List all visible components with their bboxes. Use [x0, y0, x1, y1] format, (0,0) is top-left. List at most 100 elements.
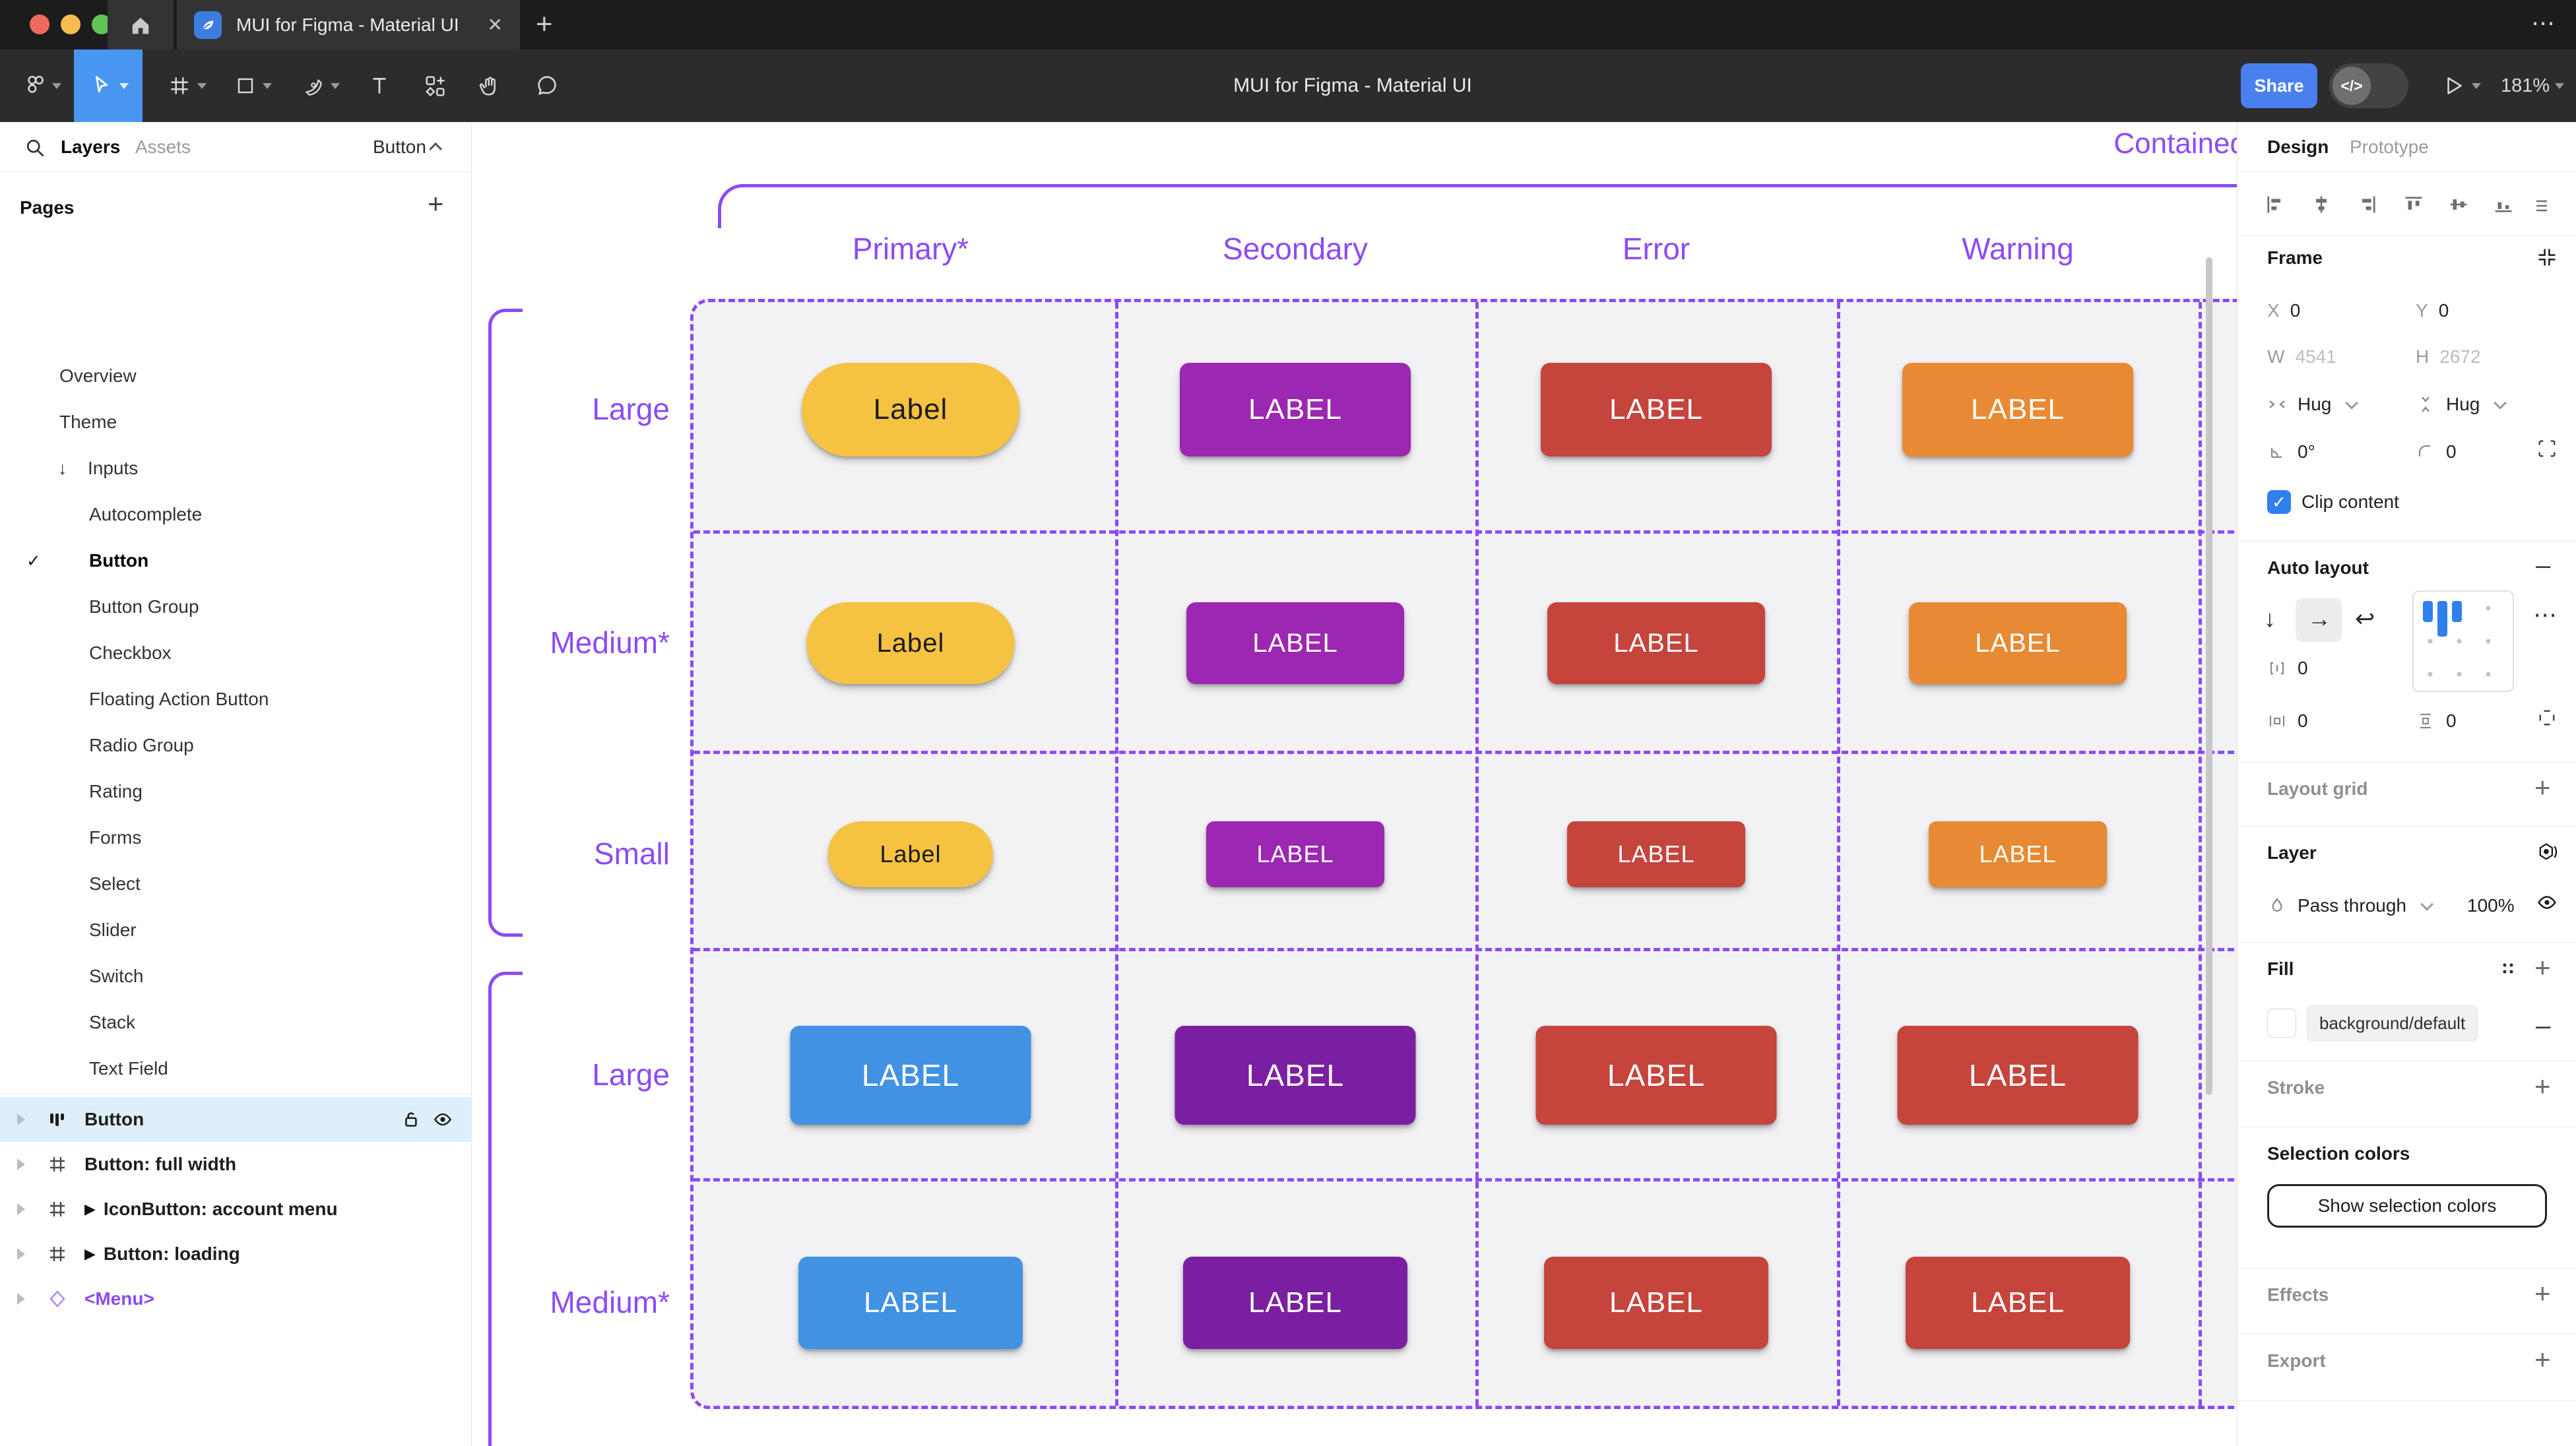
layer-row-selected[interactable]: Button: [0, 1097, 472, 1142]
new-tab-button[interactable]: +: [536, 8, 553, 40]
window-close-button[interactable]: [30, 15, 49, 34]
page-item[interactable]: Autocomplete: [89, 504, 203, 524]
resources-tool-button[interactable]: [414, 49, 455, 122]
auto-layout-more-icon[interactable]: ⋯: [2533, 601, 2557, 628]
button-variant[interactable]: LABEL: [1535, 1026, 1777, 1125]
button-variant[interactable]: LABEL: [1206, 821, 1384, 887]
page-item[interactable]: Select: [89, 873, 141, 894]
main-menu-button[interactable]: [18, 49, 65, 122]
independent-corners-icon[interactable]: [2536, 437, 2558, 460]
align-bottom-icon[interactable]: [2492, 193, 2515, 216]
gap-field[interactable]: 0: [2267, 650, 2308, 687]
align-left-icon[interactable]: [2264, 193, 2286, 216]
align-horizontal-center-icon[interactable]: [2310, 193, 2333, 216]
blend-mode-icon[interactable]: [2536, 841, 2558, 864]
page-item[interactable]: Stack: [89, 1012, 136, 1032]
align-top-icon[interactable]: [2402, 193, 2425, 216]
tab-prototype[interactable]: Prototype: [2350, 137, 2429, 157]
page-item[interactable]: ↓Inputs: [58, 458, 139, 478]
button-variant[interactable]: LABEL: [1909, 602, 2127, 684]
horizontal-sizing-dropdown[interactable]: Hug: [2267, 386, 2359, 423]
pen-tool-button[interactable]: [292, 49, 348, 122]
button-variant[interactable]: Label: [828, 821, 993, 887]
add-effect-button[interactable]: +: [2534, 1278, 2551, 1309]
wrap-button[interactable]: ↩: [2355, 605, 2375, 632]
direction-down-button[interactable]: ↓: [2264, 605, 2276, 632]
expand-chevron-icon[interactable]: [17, 1248, 25, 1260]
fill-style-token[interactable]: background/default: [2307, 1005, 2478, 1041]
expand-chevron-icon[interactable]: [17, 1158, 25, 1170]
fill-color-swatch[interactable]: [2267, 1009, 2296, 1038]
eye-icon[interactable]: [432, 1109, 453, 1130]
button-variant[interactable]: LABEL: [1175, 1026, 1416, 1125]
layer-row[interactable]: <Menu>: [0, 1276, 472, 1321]
add-page-button[interactable]: +: [428, 188, 444, 219]
canvas-scrollbar[interactable]: [2206, 257, 2212, 1095]
page-item[interactable]: Slider: [89, 920, 137, 940]
individual-padding-icon[interactable]: [2536, 707, 2558, 729]
canvas[interactable]: Contained Primary* Secondary Error Warni…: [472, 122, 2237, 1446]
browser-tab[interactable]: MUI for Figma - Material UI ✕: [177, 0, 520, 49]
page-item[interactable]: Overview: [59, 365, 137, 386]
page-item-current[interactable]: ✓Button: [26, 550, 149, 571]
clip-content-checkbox[interactable]: ✓ Clip content: [2267, 484, 2399, 520]
button-variant[interactable]: LABEL: [1544, 1257, 1768, 1349]
move-tool-button-selected[interactable]: [74, 49, 143, 122]
alignment-grid-widget[interactable]: [2412, 590, 2514, 692]
layer-row[interactable]: ▶ IconButton: account menu: [0, 1187, 472, 1232]
remove-auto-layout-button[interactable]: –: [2536, 551, 2551, 580]
expand-chevron-icon[interactable]: [17, 1203, 25, 1215]
distribute-menu-icon[interactable]: [2533, 196, 2553, 216]
home-tab[interactable]: [108, 0, 174, 49]
button-variant[interactable]: LABEL: [1897, 1026, 2139, 1125]
page-item[interactable]: Button Group: [89, 596, 199, 617]
component-selector[interactable]: Button: [373, 122, 443, 172]
show-selection-colors-button[interactable]: Show selection colors: [2267, 1184, 2547, 1228]
page-item[interactable]: Forms: [89, 827, 142, 848]
button-variant[interactable]: LABEL: [1547, 602, 1765, 684]
zoom-level-menu[interactable]: 181%: [2501, 49, 2565, 122]
search-icon[interactable]: [24, 137, 46, 159]
share-button[interactable]: Share: [2241, 63, 2317, 108]
add-stroke-button[interactable]: +: [2534, 1071, 2551, 1102]
page-item[interactable]: Theme: [59, 412, 117, 432]
button-variant[interactable]: LABEL: [1902, 363, 2133, 456]
text-tool-button[interactable]: [360, 49, 399, 122]
tab-layers[interactable]: Layers: [61, 137, 121, 157]
fill-row[interactable]: background/default: [2267, 1005, 2478, 1042]
unlock-icon[interactable]: [401, 1109, 422, 1130]
page-item[interactable]: Floating Action Button: [89, 689, 269, 709]
button-variant[interactable]: LABEL: [1929, 821, 2107, 887]
add-fill-button[interactable]: +: [2534, 952, 2551, 983]
opacity-field[interactable]: 100%: [2467, 895, 2515, 916]
remove-fill-button[interactable]: –: [2536, 1011, 2551, 1040]
add-export-button[interactable]: +: [2534, 1344, 2551, 1375]
expand-chevron-icon[interactable]: [17, 1114, 25, 1125]
vertical-sizing-dropdown[interactable]: Hug: [2416, 386, 2507, 423]
button-variant[interactable]: LABEL: [1541, 363, 1772, 456]
align-vertical-center-icon[interactable]: [2447, 193, 2470, 216]
styles-icon[interactable]: [2498, 959, 2518, 978]
button-variant[interactable]: LABEL: [1906, 1257, 2130, 1349]
page-item[interactable]: Rating: [89, 781, 143, 802]
button-variant[interactable]: LABEL: [798, 1257, 1023, 1349]
window-minimize-button[interactable]: [61, 15, 80, 34]
vertical-padding-field[interactable]: 0: [2416, 703, 2457, 739]
button-variant[interactable]: LABEL: [1186, 602, 1404, 684]
page-item[interactable]: Radio Group: [89, 735, 194, 755]
page-item[interactable]: Text Field: [89, 1058, 168, 1079]
button-variant[interactable]: Label: [802, 363, 1019, 456]
button-variant[interactable]: LABEL: [1183, 1257, 1407, 1349]
layer-row[interactable]: ▶ Button: loading: [0, 1232, 472, 1276]
corner-radius-field[interactable]: 0: [2416, 433, 2457, 470]
horizontal-padding-field[interactable]: 0: [2267, 703, 2308, 739]
dev-mode-toggle[interactable]: </>: [2329, 63, 2408, 108]
tab-assets[interactable]: Assets: [135, 137, 191, 157]
page-item[interactable]: Checkbox: [89, 643, 172, 663]
align-right-icon[interactable]: [2356, 193, 2379, 216]
frame-name-label[interactable]: Contained: [2113, 127, 2237, 160]
